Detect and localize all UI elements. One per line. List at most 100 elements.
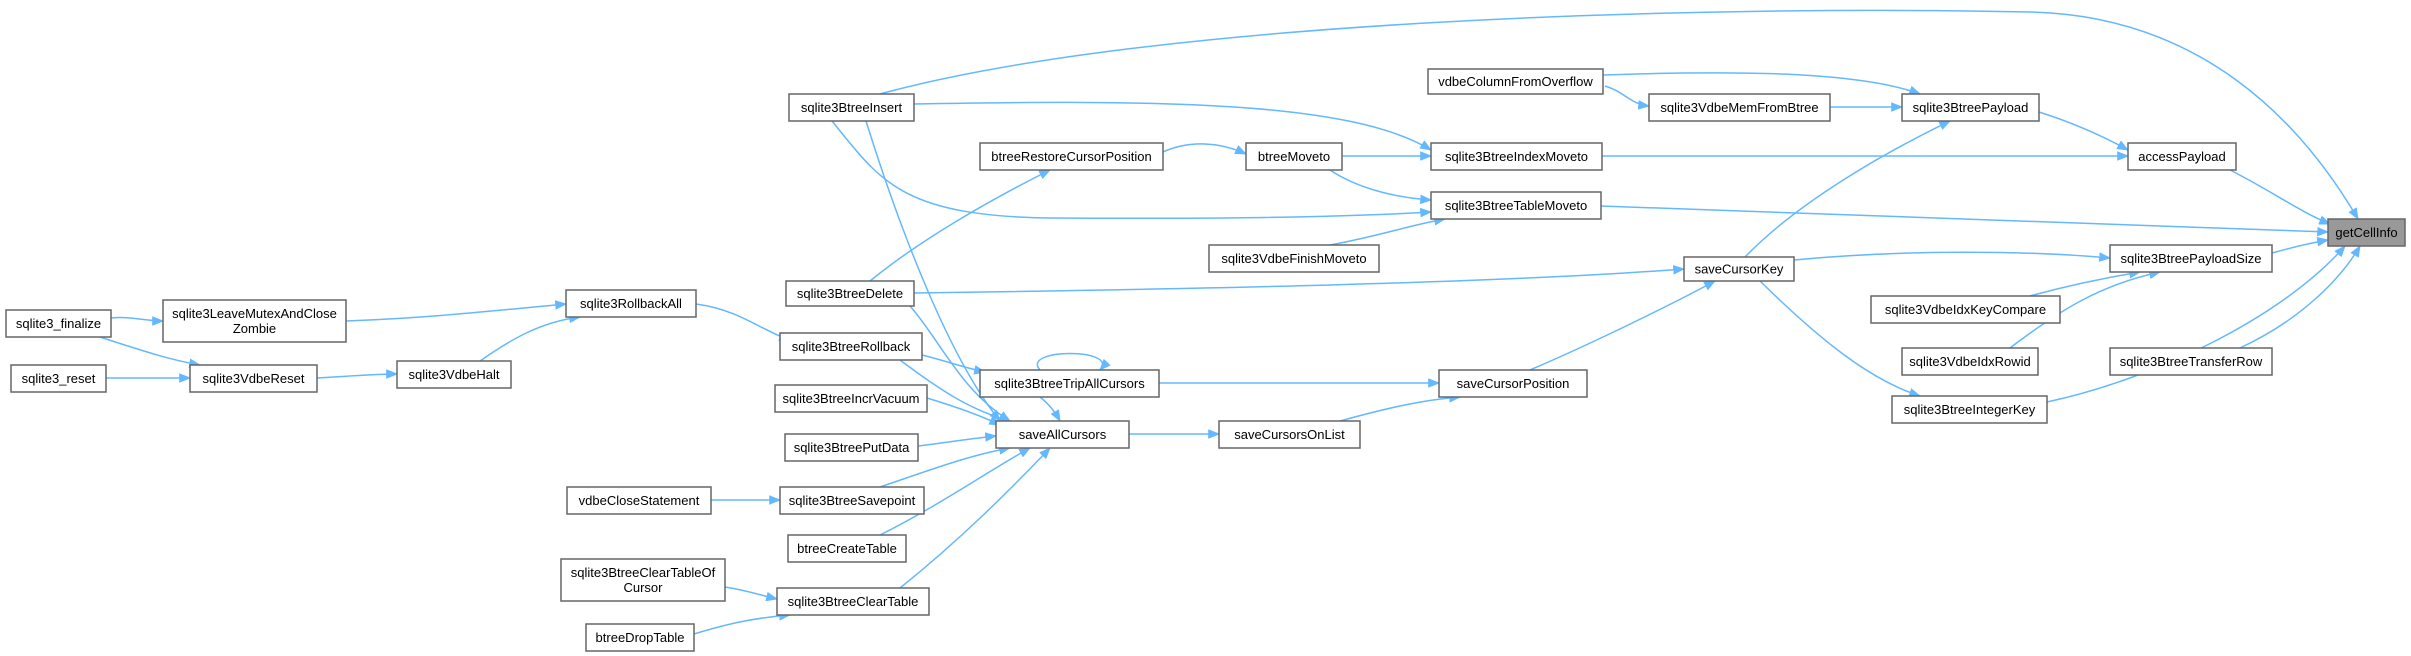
node-sqlite3RollbackAll[interactable]: sqlite3RollbackAll [565,289,697,318]
node-sqlite3VdbeMemFromBtree[interactable]: sqlite3VdbeMemFromBtree [1648,93,1831,122]
node-box [1430,191,1602,220]
edge-sqlite3BtreeRollback-to-sqlite3BtreeTripAllCursors [921,354,987,375]
node-sqlite3BtreeClearTable[interactable]: sqlite3BtreeClearTable [776,587,930,616]
edge-sqlite3BtreeIncrVacuum-to-saveAllCursors [926,397,1002,426]
edge-sqlite3BtreeTripAllCursors-to-saveAllCursors [1039,396,1061,423]
node-box [979,142,1164,171]
node-sqlite3BtreeTableMoveto[interactable]: sqlite3BtreeTableMoveto [1430,191,1602,220]
node-label: sqlite3BtreeRollback [792,339,911,354]
node-vdbeColumnFromOverflow[interactable]: vdbeColumnFromOverflow [1427,68,1604,95]
node-label: sqlite3_finalize [16,316,101,331]
node-box [1208,244,1380,273]
node-sqlite3BtreeInsert[interactable]: sqlite3BtreeInsert [788,93,915,122]
node-sqlite3VdbeReset[interactable]: sqlite3VdbeReset [189,364,318,393]
edge-saveCursorPosition-to-saveCursorKey [1529,280,1717,371]
node-sqlite3BtreeIndexMoveto[interactable]: sqlite3BtreeIndexMoveto [1430,142,1603,171]
edge-saveCursorKey-to-sqlite3BtreePayload [1744,120,1952,258]
node-box [1430,142,1603,171]
node-sqlite3BtreeIncrVacuum[interactable]: sqlite3BtreeIncrVacuum [774,384,928,413]
node-btreeMoveto[interactable]: btreeMoveto [1245,142,1343,171]
node-label: btreeDropTable [596,630,685,645]
node-saveAllCursors[interactable]: saveAllCursors [995,420,1130,449]
node-label: sqlite3BtreeTableMoveto [1445,198,1587,213]
node-label: sqlite3LeaveMutexAndClose [172,306,337,321]
node-box [1218,420,1361,449]
node-box [1427,68,1604,95]
node-label: saveCursorsOnList [1234,427,1345,442]
node-label: sqlite3BtreeIncrVacuum [782,391,919,406]
edge-sqlite3BtreeInsert-to-sqlite3BtreeTableMoveto [831,120,1433,220]
node-box [560,558,726,602]
node-sqlite3BtreePayload[interactable]: sqlite3BtreePayload [1901,93,2040,122]
node-box [396,360,512,389]
node-btreeCreateTable[interactable]: btreeCreateTable [787,534,907,563]
node-label: Zombie [233,321,276,336]
node-accessPayload[interactable]: accessPayload [2127,142,2237,171]
edge-btreeRestoreCursorPosition-to-btreeMoveto [1162,143,1248,155]
node-saveCursorKey[interactable]: saveCursorKey [1683,256,1795,282]
node-label: sqlite3BtreePayloadSize [2121,251,2262,266]
node-box [979,369,1160,398]
node-sqlite3BtreeRollback[interactable]: sqlite3BtreeRollback [779,332,923,361]
edge-btreeDropTable-to-sqlite3BtreeClearTable [693,611,792,635]
edge-sqlite3BtreeDelete-to-saveCursorKey [913,265,1686,294]
node-layer: getCellInfo sqlite3BtreeInsert vdbeColumnF… [5,68,2406,652]
node-label: sqlite3BtreeSavepoint [789,493,916,508]
node-sqlite3_finalize[interactable]: sqlite3_finalize [5,309,112,338]
node-box [1870,295,2061,324]
node-getCellInfo[interactable]: getCellInfo [2327,218,2406,247]
edge-vdbeColumnFromOverflow-to-sqlite3BtreePayload [1602,72,1922,95]
node-box [565,289,697,318]
edge-sqlite3BtreeIntegerKey-to-getCellInfo [2046,245,2346,403]
edge-sqlite3VdbeIdxRowid-to-sqlite3BtreePayloadSize [2009,269,2162,349]
node-box [189,364,318,393]
node-btreeRestoreCursorPosition[interactable]: btreeRestoreCursorPosition [979,142,1164,171]
node-label: sqlite3RollbackAll [580,296,682,311]
node-box [10,364,107,393]
node-box [785,280,915,307]
node-saveCursorPosition[interactable]: saveCursorPosition [1438,369,1588,398]
node-sqlite3VdbeIdxKeyCompare[interactable]: sqlite3VdbeIdxKeyCompare [1870,295,2061,324]
node-sqlite3BtreeDelete[interactable]: sqlite3BtreeDelete [785,280,915,307]
node-sqlite3VdbeFinishMoveto[interactable]: sqlite3VdbeFinishMoveto [1208,244,1380,273]
node-box [2327,218,2406,247]
edge-sqlite3BtreeTableMoveto-to-getCellInfo [1600,205,2330,237]
node-vdbeCloseStatement[interactable]: vdbeCloseStatement [566,486,712,515]
node-sqlite3BtreeTripAllCursors[interactable]: sqlite3BtreeTripAllCursors [979,369,1160,398]
edge-vdbeColumnFromOverflow-to-sqlite3VdbeMemFromBtree [1604,85,1651,110]
node-box [2109,244,2273,273]
node-label: getCellInfo [2335,225,2397,240]
node-sqlite3BtreePutData[interactable]: sqlite3BtreePutData [784,433,919,462]
node-label: sqlite3VdbeMemFromBtree [1660,100,1818,115]
edge-sqlite3LeaveMutexAndCloseZombie-to-sqlite3RollbackAll [345,300,568,322]
node-sqlite3VdbeIdxRowid[interactable]: sqlite3VdbeIdxRowid [1901,347,2039,376]
node-box [5,309,112,338]
node-label: sqlite3BtreeTripAllCursors [994,376,1145,391]
node-saveCursorsOnList[interactable]: saveCursorsOnList [1218,420,1361,449]
node-box [1648,93,1831,122]
node-box [585,623,695,652]
node-btreeDropTable[interactable]: btreeDropTable [585,623,695,652]
node-sqlite3BtreeIntegerKey[interactable]: sqlite3BtreeIntegerKey [1891,395,2048,424]
edge-sqlite3_finalize-to-sqlite3VdbeReset [99,336,202,368]
node-sqlite3_reset[interactable]: sqlite3_reset [10,364,107,393]
node-sqlite3BtreeSavepoint[interactable]: sqlite3BtreeSavepoint [779,486,925,515]
node-sqlite3VdbeHalt[interactable]: sqlite3VdbeHalt [396,360,512,389]
node-box [2109,347,2273,376]
edge-layer [99,9,2361,635]
edge-saveCursorKey-to-sqlite3BtreePayloadSize [1793,251,2112,262]
node-sqlite3BtreePayloadSize[interactable]: sqlite3BtreePayloadSize [2109,244,2273,273]
node-box [1901,93,2040,122]
edge-btreeMoveto-to-sqlite3BtreeTableMoveto [1329,169,1433,205]
node-label: btreeMoveto [1258,149,1330,164]
edge-accessPayload-to-getCellInfo [2229,169,2332,225]
node-box [774,384,928,413]
node-label: sqlite3VdbeIdxKeyCompare [1885,302,2046,317]
node-label: btreeCreateTable [797,541,897,556]
edge-saveCursorsOnList-to-saveCursorPosition [1339,393,1462,422]
node-box [776,587,930,616]
node-sqlite3BtreeTransferRow[interactable]: sqlite3BtreeTransferRow [2109,347,2273,376]
